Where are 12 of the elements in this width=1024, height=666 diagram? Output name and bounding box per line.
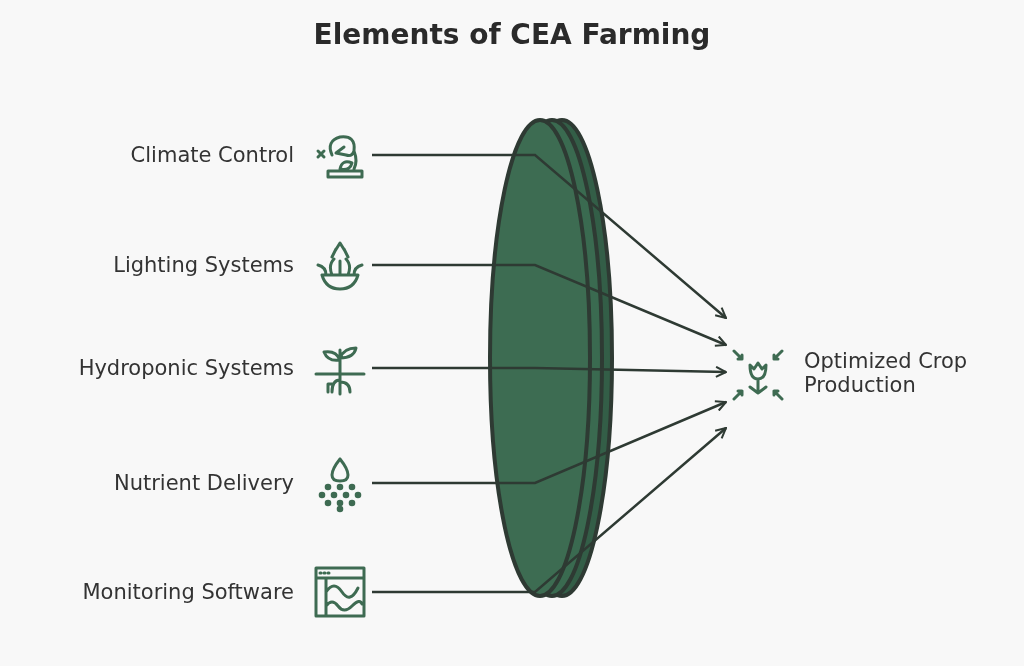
arrow [372, 153, 727, 319]
arrow [372, 427, 727, 594]
node-label: Climate Control [130, 143, 294, 167]
arrow [372, 365, 727, 378]
title: Elements of CEA Farming [312, 18, 712, 51]
node-label: Optimized Crop Production [804, 348, 969, 397]
arrow [372, 263, 727, 347]
node-label: Monitoring Software [82, 580, 294, 604]
node-label: Lighting Systems [113, 253, 294, 277]
node-label: Nutrient Delivery [113, 471, 294, 495]
node-label: Hydroponic Systems [78, 356, 294, 380]
arrow [372, 400, 727, 485]
